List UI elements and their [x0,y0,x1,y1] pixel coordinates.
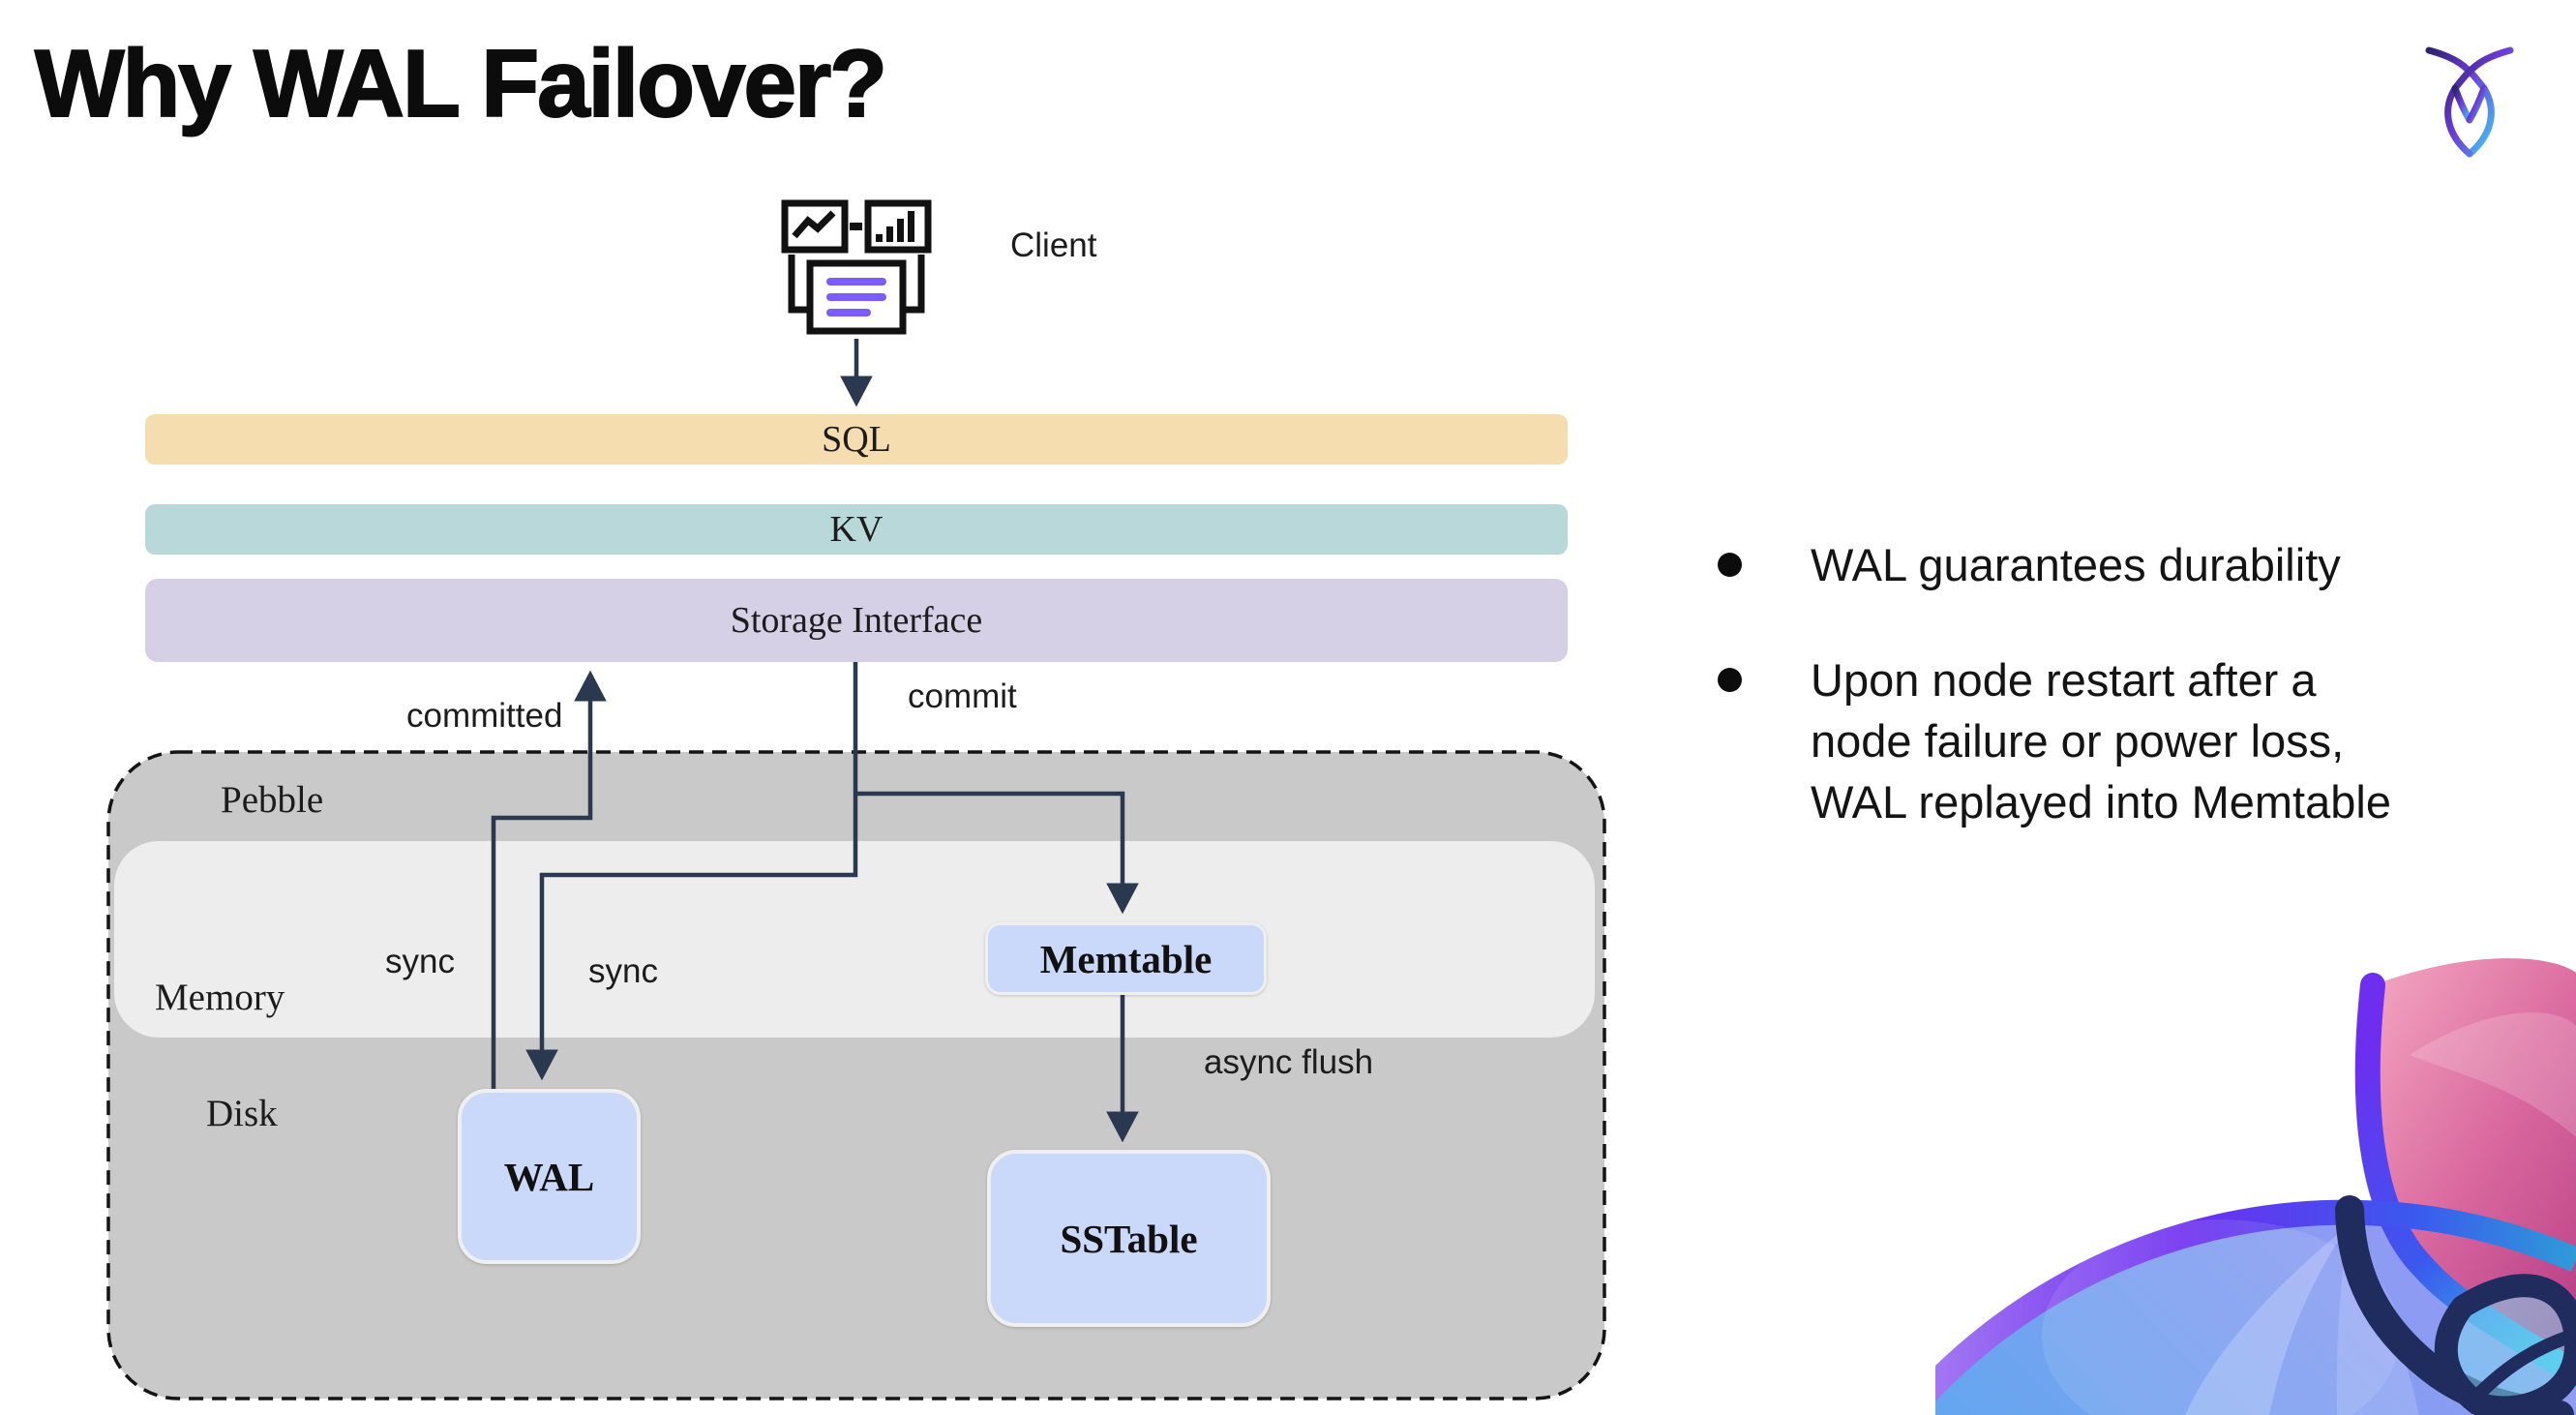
bullet-item: Upon node restart after a node failure o… [1718,649,2521,832]
sync-down-edge-label: sync [588,952,658,990]
cockroachdb-mark-icon [2425,46,2514,158]
memtable-node: Memtable [985,922,1267,995]
bullet-text: WAL guarantees durability [1811,539,2341,590]
edge-commit-to-memtable [855,791,1139,915]
committed-edge-label: committed [406,697,563,735]
memtable-label: Memtable [1039,936,1213,981]
client-label: Client [1010,226,1097,264]
sync-up-edge-label: sync [385,943,455,980]
layer-storage-interface: Storage Interface [145,579,1568,662]
layer-sql: SQL [145,414,1568,465]
sstable-node: SSTable [987,1150,1271,1327]
wal-node: WAL [458,1089,641,1264]
sstable-label: SSTable [1060,1216,1198,1261]
layer-storage-label: Storage Interface [730,600,983,641]
bullet-dot [1718,553,1742,577]
layer-kv-label: KV [829,509,884,550]
cockroachdb-art [1935,958,2576,1415]
disk-label: Disk [206,1093,278,1134]
wal-label: WAL [503,1154,595,1199]
bullet-list: WAL guarantees durability Upon node rest… [1718,534,2521,832]
bullet-dot [1718,668,1742,692]
edge-committed-up [491,670,607,1089]
memory-label: Memory [155,977,285,1018]
edge-commit-to-wal [525,662,858,1081]
layer-kv: KV [145,504,1568,555]
bullet-text: Upon node restart after a node failure o… [1811,654,2391,828]
pebble-label: Pebble [221,779,324,821]
async-flush-edge-label: async flush [1204,1043,1374,1081]
client-icon [781,199,932,335]
commit-edge-label: commit [908,677,1017,715]
page-title: Why WAL Failover? [34,29,888,137]
bullet-item: WAL guarantees durability [1718,534,2521,595]
layer-sql-label: SQL [822,419,891,460]
